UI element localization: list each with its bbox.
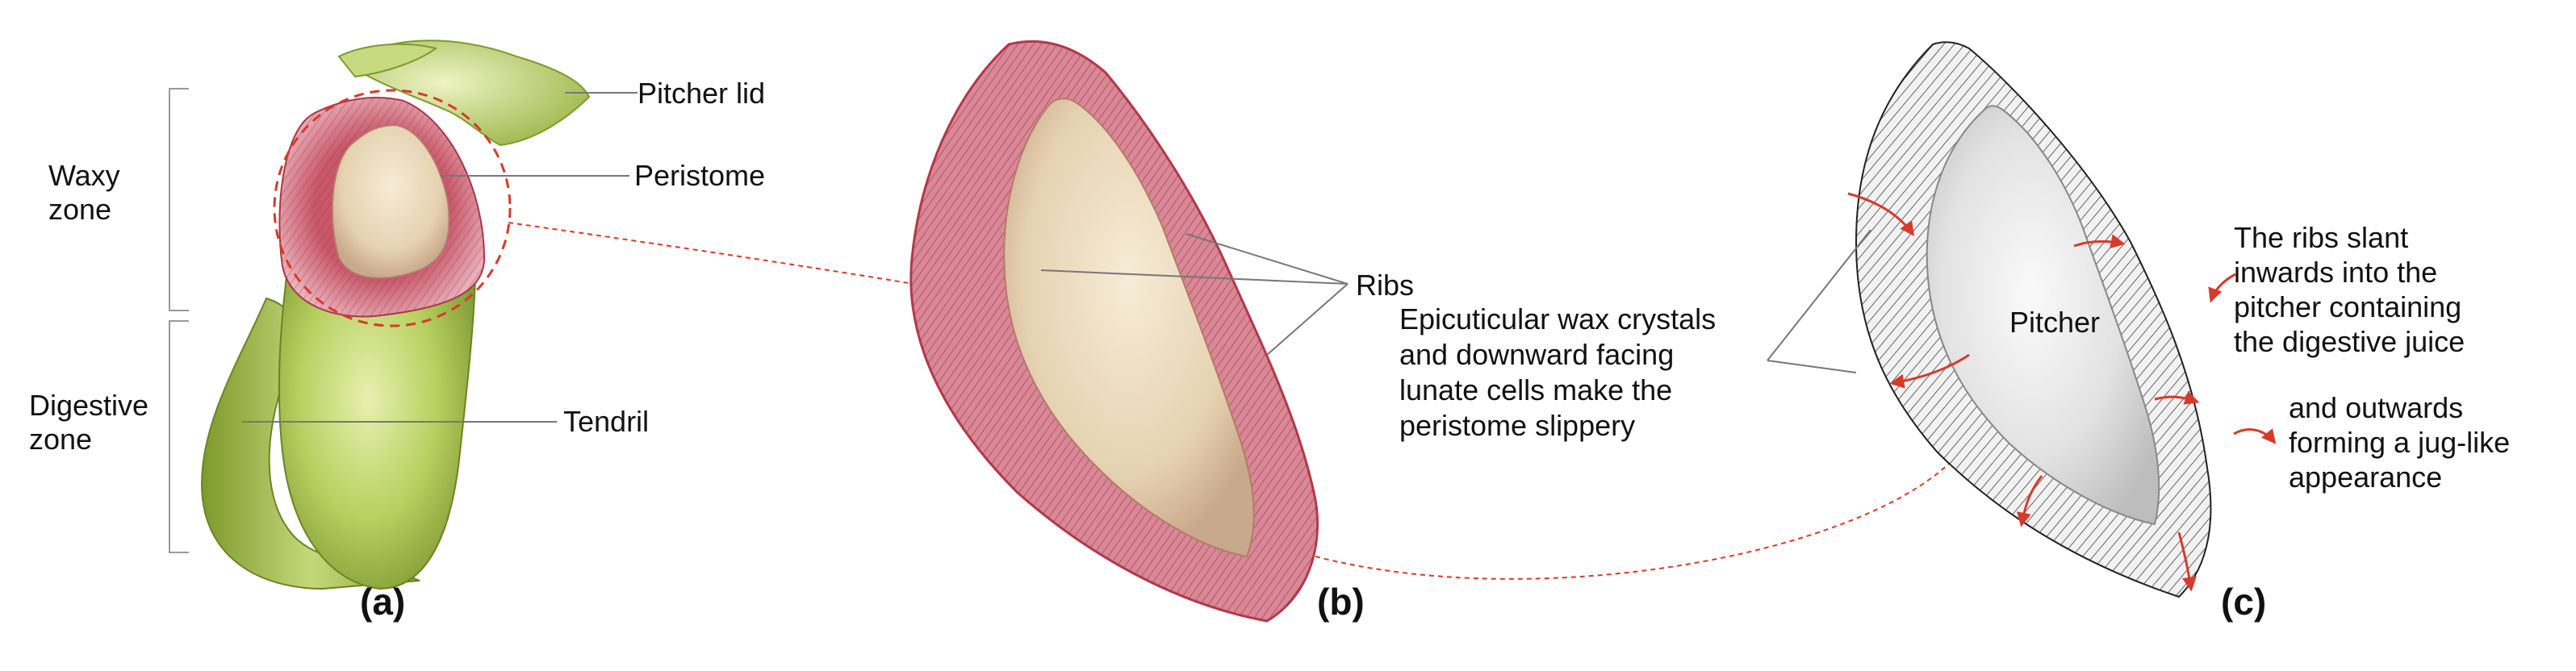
wax-leader-1	[1767, 229, 1871, 361]
rib-arrow-6	[2177, 531, 2197, 592]
ribs-leader-2	[1040, 269, 1349, 285]
waxy-zone-bracket	[169, 88, 189, 311]
wax-description-line1: Epicuticular wax crystals	[1399, 302, 1716, 336]
connector-b-to-c	[1315, 459, 1954, 580]
pitcher-inner-shape	[1926, 105, 2160, 526]
lid-fold	[337, 43, 438, 78]
outward-note-line1: and outwards	[2289, 391, 2463, 424]
peristome-label: Peristome	[634, 159, 765, 192]
pitcher-lid-label: Pitcher lid	[638, 77, 765, 110]
inward-note-line2: inwards into the	[2234, 256, 2437, 289]
rib-arrow-2	[1889, 353, 1970, 389]
inward-note-line3: pitcher containing	[2234, 290, 2461, 323]
outward-note-line2: forming a jug-like	[2289, 426, 2510, 459]
inward-note-line4: the digestive juice	[2234, 325, 2465, 358]
ribs-label: Ribs	[1356, 269, 1414, 302]
panel-a: Pitcher lid Peristome Tendril Waxy zone …	[29, 40, 765, 623]
panel-a-label: (a)	[360, 581, 405, 623]
tendril-label: Tendril	[563, 405, 649, 438]
inward-note-line1: The ribs slant	[2234, 221, 2408, 254]
waxy-zone-label-line1: Waxy	[48, 159, 120, 192]
panel-c-label: (c)	[2221, 581, 2266, 623]
wax-description-line2: and downward facing	[1399, 338, 1674, 371]
pitcher-lid-shape	[345, 40, 591, 147]
pitcher-body-shape	[278, 241, 478, 590]
peristome-highlight-circle	[273, 89, 512, 327]
peristome-opening-shape	[331, 123, 450, 279]
wax-description-line4: peristome slippery	[1399, 409, 1635, 442]
inward-arrow-icon	[2208, 273, 2236, 303]
panel-b: Ribs Epicuticular wax crystals and downw…	[910, 40, 1716, 623]
outward-arrow-icon	[2233, 428, 2277, 444]
ribs-leader-3	[1266, 283, 1349, 356]
digestive-zone-label-line2: zone	[29, 423, 92, 456]
wax-description-line3: lunate cells make the	[1399, 373, 1672, 406]
rib-arrow-5	[2154, 390, 2200, 405]
connector-a-to-b	[508, 222, 929, 287]
wax-leader-2	[1767, 360, 1857, 373]
rib-arrow-4	[2073, 234, 2126, 249]
rib-arrow-1	[1847, 192, 1915, 236]
panel-c: Pitcher The ribs slant inwards into the …	[1767, 41, 2510, 623]
pitcher-label: Pitcher	[2009, 306, 2100, 339]
rib-arrow-3	[2017, 475, 2043, 527]
panel-b-label: (b)	[1317, 581, 1365, 623]
digestive-zone-bracket	[169, 320, 189, 553]
peristome-inner-surface-shape	[1003, 98, 1255, 558]
waxy-zone-label-line2: zone	[48, 193, 111, 226]
outward-note-line3: appearance	[2289, 461, 2442, 494]
digestive-zone-label-line1: Digestive	[29, 389, 148, 422]
ribs-leader-1	[1186, 233, 1349, 285]
